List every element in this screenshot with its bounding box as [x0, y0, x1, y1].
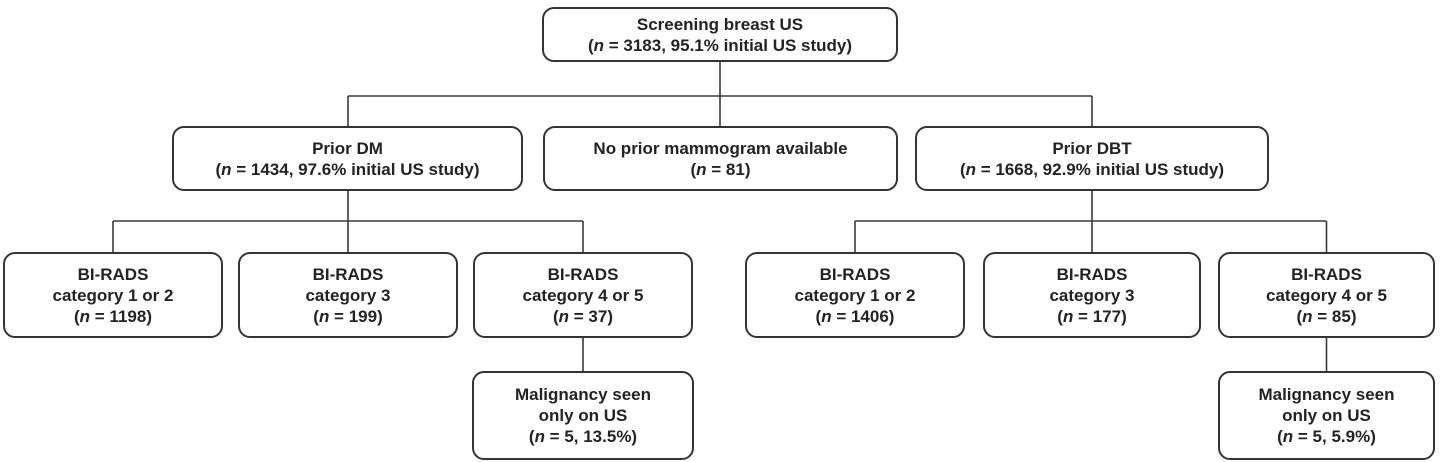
node-title: Prior DM — [312, 138, 383, 158]
node-dbt-birads-4-5: BI-RADS category 4 or 5 (n = 85) — [1218, 252, 1435, 338]
stat-text: = 199) — [329, 306, 383, 326]
stat-n: n — [965, 159, 977, 179]
stat-text: ( — [1296, 306, 1303, 326]
node-title-line2: category 4 or 5 — [522, 285, 644, 305]
node-title: BI-RADS — [1291, 264, 1362, 284]
stat-text: = 177) — [1073, 306, 1127, 326]
node-stat: (n = 1668, 92.9% initial US study) — [960, 159, 1224, 180]
node-title: Malignancy seen — [1258, 385, 1395, 404]
stat-n: n — [558, 306, 570, 326]
node-title-line2: only on US — [1282, 406, 1371, 425]
node-title-line2: category 1 or 2 — [52, 285, 174, 305]
node-title: BI-RADS — [819, 264, 891, 284]
node-stat: (n = 3183, 95.1% initial US study) — [588, 35, 852, 56]
stat-text: = 3183, 95.1% initial US study) — [604, 35, 853, 55]
stat-text: ( — [215, 159, 222, 179]
stat-n: n — [1062, 306, 1074, 326]
node-stat: (n = 5, 13.5%) — [529, 426, 637, 447]
node-title-line2: category 1 or 2 — [794, 285, 916, 305]
stat-n: n — [821, 306, 832, 326]
node-title: No prior mammogram available — [593, 138, 848, 158]
node-title: Screening breast US — [636, 14, 804, 34]
stat-text: ( — [1277, 427, 1283, 446]
node-title: BI-RADS — [1056, 264, 1128, 284]
node-title-line2: only on US — [538, 406, 628, 425]
stat-text: = 37) — [569, 306, 613, 326]
node-stat: (n = 1434, 97.6% initial US study) — [215, 159, 479, 180]
stat-text: = 5, 13.5%) — [544, 427, 638, 446]
stat-text: = 5, 5.9%) — [1293, 427, 1376, 446]
stat-text: ( — [815, 306, 822, 326]
node-stat: (n = 85) — [1296, 306, 1356, 327]
node-stat: (n = 1198) — [74, 306, 152, 327]
node-stat: (n = 5, 5.9%) — [1277, 426, 1376, 447]
stat-text: ( — [313, 306, 319, 326]
node-prior-dm: Prior DM (n = 1434, 97.6% initial US stu… — [172, 126, 523, 191]
node-stat: (n = 1406) — [816, 306, 895, 327]
stat-text: = 1668, 92.9% initial US study) — [976, 159, 1225, 179]
stat-text: = 85) — [1312, 306, 1357, 326]
stat-text: ( — [552, 306, 559, 326]
node-stat: (n = 177) — [1057, 306, 1126, 327]
node-title-line2: category 4 or 5 — [1266, 285, 1387, 305]
node-title-line2: category 3 — [305, 285, 391, 305]
stat-text: ( — [1057, 306, 1063, 326]
node-no-prior-mammogram: No prior mammogram available (n = 81) — [543, 126, 898, 191]
stat-n: n — [534, 427, 545, 446]
stat-n: n — [318, 306, 330, 326]
node-title: Prior DBT — [1052, 138, 1132, 158]
stat-text: ( — [690, 159, 697, 179]
node-title: BI-RADS — [77, 264, 149, 284]
node-stat: (n = 81) — [690, 159, 750, 180]
node-dbt-malignancy-us-only: Malignancy seen only on US (n = 5, 5.9%) — [1218, 371, 1435, 460]
node-dm-birads-1-2: BI-RADS category 1 or 2 (n = 1198) — [3, 252, 223, 338]
node-screening-breast-us: Screening breast US (n = 3183, 95.1% ini… — [542, 7, 898, 62]
stat-text: = 1198) — [90, 306, 152, 326]
stat-n: n — [221, 159, 232, 179]
stat-n: n — [593, 35, 605, 55]
connector-path — [112, 62, 1328, 371]
node-dm-birads-4-5: BI-RADS category 4 or 5 (n = 37) — [473, 252, 693, 338]
node-dm-malignancy-us-only: Malignancy seen only on US (n = 5, 13.5%… — [472, 371, 694, 460]
node-title-line2: category 3 — [1049, 285, 1135, 305]
stat-n: n — [696, 159, 707, 179]
stat-n: n — [79, 306, 91, 326]
stat-text: = 81) — [706, 159, 751, 179]
node-title: Malignancy seen — [514, 385, 652, 404]
node-dm-birads-3: BI-RADS category 3 (n = 199) — [238, 252, 458, 338]
stat-n: n — [1302, 306, 1313, 326]
node-prior-dbt: Prior DBT (n = 1668, 92.9% initial US st… — [915, 126, 1269, 191]
node-title: BI-RADS — [547, 264, 619, 284]
node-stat: (n = 199) — [313, 306, 382, 327]
stat-n: n — [1282, 427, 1294, 446]
stat-text: ( — [587, 35, 594, 55]
node-dbt-birads-1-2: BI-RADS category 1 or 2 (n = 1406) — [745, 252, 965, 338]
stat-text: = 1434, 97.6% initial US study) — [231, 159, 480, 179]
node-title: BI-RADS — [312, 264, 384, 284]
node-stat: (n = 37) — [553, 306, 613, 327]
stat-text: ( — [74, 306, 80, 326]
stat-text: ( — [528, 427, 535, 446]
stat-text: ( — [959, 159, 966, 179]
stat-text: = 1406) — [831, 306, 895, 326]
node-dbt-birads-3: BI-RADS category 3 (n = 177) — [983, 252, 1201, 338]
